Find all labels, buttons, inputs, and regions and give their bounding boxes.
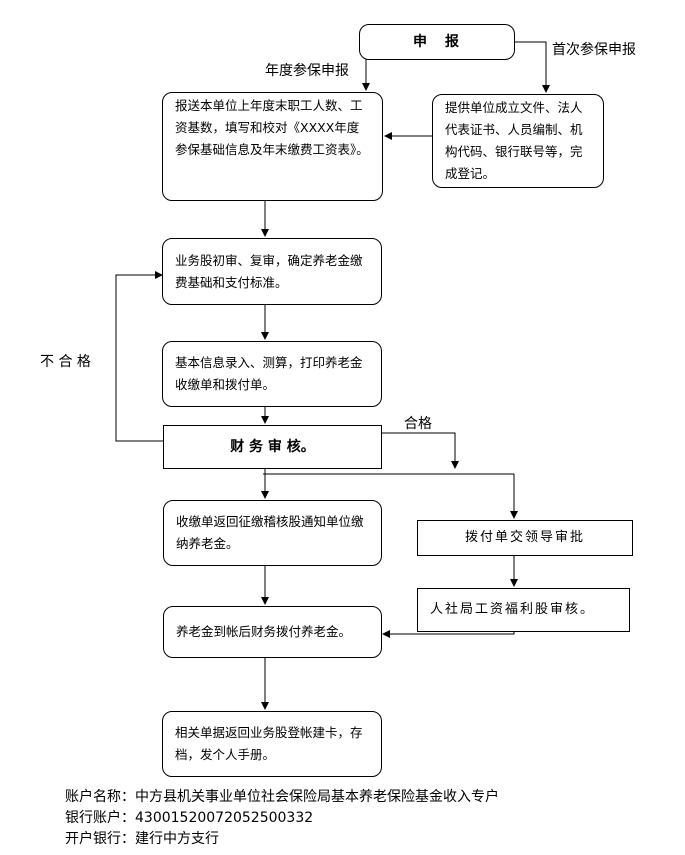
leader-approve-text: 拨付单交领导审批: [464, 530, 585, 545]
collect-notice-node: 收缴单返回征缴稽核股通知单位缴纳养老金。: [163, 500, 382, 566]
arrow-pass: [382, 432, 459, 469]
footer-bank: 开户银行：建行中方支行: [65, 831, 219, 847]
leader-approve-node: 拨付单交领导审批: [417, 520, 633, 556]
pass-label: 合格: [404, 416, 432, 432]
payout-node: 养老金到帐后财务拨付养老金。: [163, 606, 382, 658]
apply-node-text: 申 报: [413, 34, 461, 50]
archive-node: 相关单据返回业务股登帐建卡，存档，发个人手册。: [162, 711, 382, 777]
arrow-apply-to-first: [514, 41, 550, 93]
arrow-finance-to-collect: [263, 468, 514, 498]
finance-audit-node: 财 务 审 核。: [163, 425, 382, 469]
arrow-welfare-to-payout: [382, 630, 515, 638]
collect-notice-text: 收缴单返回征缴稽核股通知单位缴纳养老金。: [176, 514, 364, 551]
entry-node: 基本信息录入、测算，打印养老金收缴单和拨付单。: [162, 341, 382, 407]
welfare-audit-text: 人社局工资福利股审核。: [430, 602, 596, 617]
footer-account-name: 账户名称：中方县机关事业单位社会保险局基本养老保险基金收入专户: [65, 789, 499, 805]
welfare-audit-node: 人社局工资福利股审核。: [417, 588, 630, 632]
annual-submit-node: 报送本单位上年度末职工人数、工资基数，填写和校对《XXXX年度参保基础信息及年末…: [162, 92, 383, 201]
fail-label: 不 合 格: [40, 354, 91, 370]
annual-submit-text: 报送本单位上年度末职工人数、工资基数，填写和校对《XXXX年度参保基础信息及年末…: [175, 98, 369, 157]
finance-audit-text: 财 务 审 核。: [230, 439, 315, 455]
entry-text: 基本信息录入、测算，打印养老金收缴单和拨付单。: [175, 355, 363, 392]
review-node: 业务股初审、复审，确定养老金缴费基础和支付标准。: [162, 238, 382, 305]
payout-text: 养老金到帐后财务拨付养老金。: [176, 624, 352, 639]
first-submit-node: 提供单位成立文件、法人代表证书、人员编制、机构代码、银行联号等，完成登记。: [432, 94, 604, 188]
first-submit-text: 提供单位成立文件、法人代表证书、人员编制、机构代码、银行联号等，完成登记。: [445, 100, 583, 181]
apply-node: 申 报: [359, 24, 515, 60]
arrow-fail-loop: [115, 271, 163, 442]
archive-text: 相关单据返回业务股登帐建卡，存档，发个人手册。: [175, 725, 363, 762]
review-text: 业务股初审、复审，确定养老金缴费基础和支付标准。: [175, 252, 363, 290]
annual-apply-label: 年度参保申报: [265, 63, 349, 79]
footer-account-number: 银行账户：43001520072052500332: [65, 810, 314, 826]
first-apply-label: 首次参保申报: [552, 42, 636, 58]
